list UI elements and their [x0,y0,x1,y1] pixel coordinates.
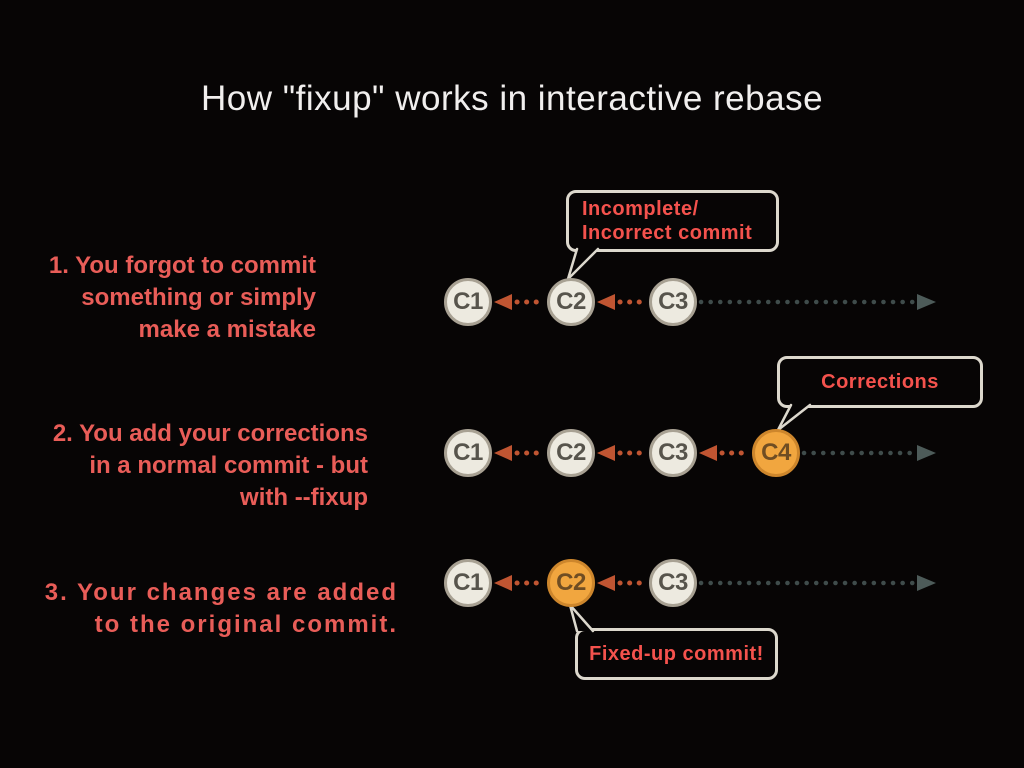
commit-label: C1 [453,439,483,466]
commit-label: C2 [556,288,586,315]
step-2-line-2: in a normal commit - but [89,452,368,479]
step-1-line-3: make a mistake [138,316,316,343]
step-3-text: 3. Your changes are added to the origina… [45,577,398,641]
step-2-line-1: 2. You add your corrections [52,420,368,447]
step-1-text: 1. You forgot to commit something or sim… [49,250,316,346]
commit-node-row2-c3: C3 [649,429,697,477]
commit-label: C2 [556,569,586,596]
callout-tail-icon [568,603,595,633]
step-1-line-2: something or simply [81,284,316,311]
left-arrow-icon [494,445,512,461]
callout-corrections: Corrections [777,356,983,408]
commit-node-row3-c3: C3 [649,559,697,607]
callout-fixedup-commit: Fixed-up commit! [575,628,778,680]
right-arrow-icon [917,575,936,591]
commit-node-row2-c2: C2 [547,429,595,477]
left-arrow-icon [494,294,512,310]
step-3-line-1: 3. Your changes are added [44,579,398,606]
callout-tail-icon [776,403,812,432]
left-arrow-icon [597,575,615,591]
page-title: How "fixup" works in interactive rebase [200,79,824,119]
callout-fixedup-label: Fixed-up commit! [589,643,764,665]
commit-label: C3 [658,439,688,466]
left-arrow-icon [597,294,615,310]
step-2-text: 2. You add your corrections in a normal … [53,418,368,514]
left-arrow-icon [699,445,717,461]
commit-node-row2-c1: C1 [444,429,492,477]
right-arrow-icon [917,294,936,310]
callout-corrections-label: Corrections [821,371,939,393]
commit-label: C3 [658,288,688,315]
callout-incomplete-line-1: Incomplete/ [582,198,699,220]
commit-label: C1 [453,288,483,315]
commit-node-row1-c1: C1 [444,278,492,326]
commit-node-row1-c3: C3 [649,278,697,326]
callout-incomplete-line-2: Incorrect commit [582,222,753,244]
step-1-line-1: 1. You forgot to commit [48,252,316,279]
left-arrow-icon [494,575,512,591]
commit-label: C2 [556,439,586,466]
commit-node-row2-c4-fixup: C4 [752,429,800,477]
commit-label: C1 [453,569,483,596]
commit-label: C4 [761,439,791,466]
commit-node-row3-c2-fixedup: C2 [547,559,595,607]
left-arrow-icon [597,445,615,461]
right-arrow-icon [917,445,936,461]
step-2-line-3: with --fixup [240,484,368,511]
step-3-line-2: to the original commit. [94,611,398,638]
callout-incomplete-commit: Incomplete/ Incorrect commit [566,190,779,252]
commit-node-row1-c2: C2 [547,278,595,326]
commit-node-row3-c1: C1 [444,559,492,607]
callout-tail-icon [566,247,600,281]
commit-label: C3 [658,569,688,596]
